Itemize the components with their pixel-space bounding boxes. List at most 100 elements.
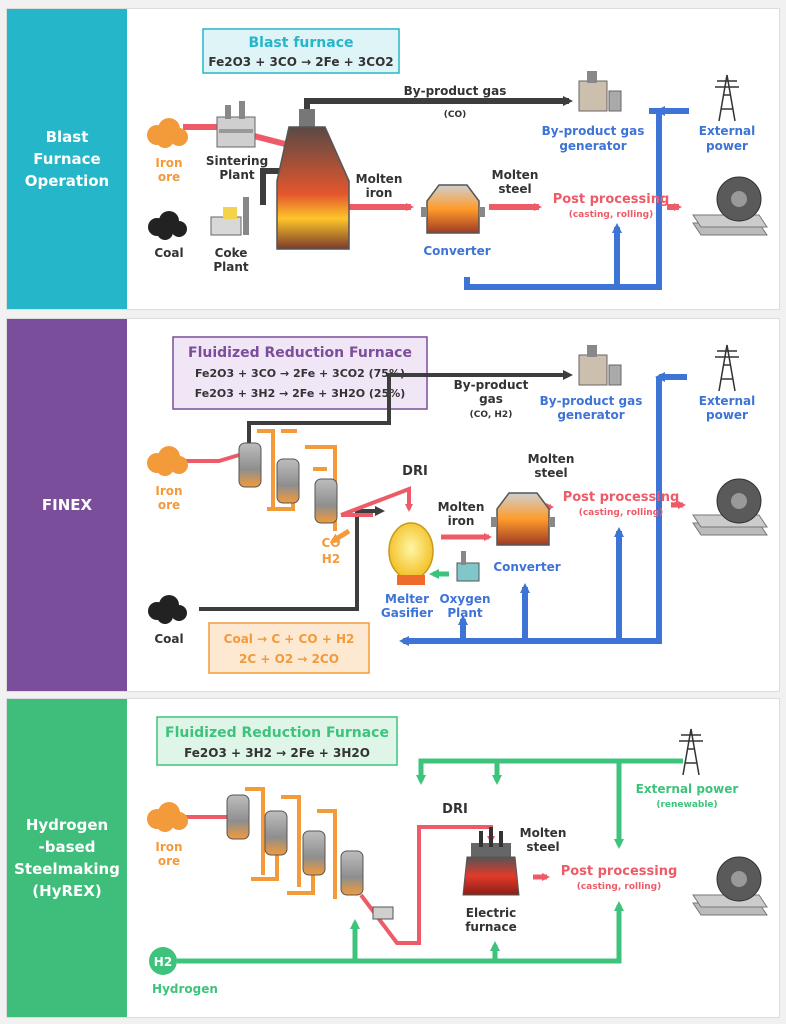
iron-ore-label-1: Iron <box>155 484 182 498</box>
post-processing-sub: (casting, rolling) <box>579 508 664 518</box>
post-processing-sub: (casting, rolling) <box>577 882 662 892</box>
iron-ore-label-2: ore <box>158 498 180 512</box>
sintering-label-2: Plant <box>219 168 255 182</box>
coke-label-2: Plant <box>213 260 249 274</box>
finex-section: FINEX Fluidized Reduction Furnace Fe2O3 … <box>6 318 780 692</box>
finex-diagram: Fluidized Reduction Furnace Fe2O3 + 3CO … <box>127 319 779 691</box>
co-label: CO <box>321 536 340 550</box>
molten-iron-label-2: iron <box>366 186 393 200</box>
melter-gasifier-icon <box>388 522 434 585</box>
iron-ore-label-2: ore <box>158 854 180 868</box>
molten-steel-label-1: Molten <box>492 168 539 182</box>
iron-ore-icon <box>147 802 188 832</box>
equation-1: Fe2O3 + 3CO → 2Fe + 3CO2 (75%) <box>195 367 405 380</box>
external-power-label: External power <box>636 782 739 796</box>
generator-label-2: generator <box>559 139 626 153</box>
power-line-main <box>399 377 662 646</box>
sintering-plant-icon <box>216 101 256 148</box>
coke-label-1: Coke <box>215 246 248 260</box>
fluidized-reactors-icon <box>238 429 338 531</box>
power-line-top <box>416 758 683 785</box>
molten-steel-label-1: Molten <box>520 826 567 840</box>
blast-furnace-diagram: Blast furnace Fe2O3 + 3CO → 2Fe + 3CO2 I… <box>127 9 779 309</box>
generator-label-2: generator <box>557 408 624 422</box>
generator-label-1: By-product gas <box>542 124 645 138</box>
converter-icon <box>491 492 555 546</box>
electric-furnace-icon <box>462 827 520 896</box>
molten-iron-label-1: Molten <box>356 172 403 186</box>
byproduct-gas-label-2: gas <box>479 392 503 406</box>
generator-icon <box>578 345 622 386</box>
hyrex-diagram: Fluidized Reduction Furnace Fe2O3 + 3H2 … <box>127 699 779 1017</box>
oxygen-label-2: Plant <box>447 606 483 620</box>
external-power-label-1: External <box>699 394 755 408</box>
reaction-2: 2C + O2 → 2CO <box>239 652 339 666</box>
coal-label: Coal <box>154 632 183 646</box>
section-label: Hydrogen -based Steelmaking (HyREX) <box>7 699 127 1017</box>
hydrogen-label: Hydrogen <box>152 982 218 996</box>
electric-furnace-label-2: furnace <box>465 920 517 934</box>
molten-iron-label-1: Molten <box>438 500 485 514</box>
power-pylon-icon <box>715 344 739 392</box>
steel-coil-icon <box>692 856 768 916</box>
dri-label: DRI <box>402 464 428 479</box>
molten-steel-label-1: Molten <box>528 452 575 466</box>
dri-flow-line <box>340 486 413 517</box>
coal-icon <box>148 211 187 240</box>
hyrex-section: Hydrogen -based Steelmaking (HyREX) Flui… <box>6 698 780 1018</box>
h2-label: H2 <box>322 552 340 566</box>
h2-icon-label: H2 <box>154 955 172 969</box>
coal-icon <box>148 595 187 624</box>
iron-ore-label-1: Iron <box>155 156 182 170</box>
molten-iron-label-2: iron <box>448 514 475 528</box>
title: Blast furnace <box>249 35 354 51</box>
coal-label: Coal <box>154 246 183 260</box>
sintering-label-1: Sintering <box>206 154 268 168</box>
blast-furnace-section: Blast Furnace Operation Blast furnace Fe… <box>6 8 780 310</box>
steel-coil-icon <box>692 478 768 536</box>
converter-label: Converter <box>493 560 560 574</box>
molten-steel-label-2: steel <box>498 182 531 196</box>
title: Fluidized Reduction Furnace <box>165 725 389 741</box>
molten-steel-label-2: steel <box>534 466 567 480</box>
external-power-label-2: power <box>706 139 748 153</box>
reaction-box: Coal → C + CO + H2 2C + O2 → 2CO <box>208 622 370 674</box>
iron-ore-icon <box>147 446 188 476</box>
post-processing-sub: (casting, rolling) <box>569 210 654 220</box>
hydrogen-icon: H2 <box>149 947 177 975</box>
post-processing-label: Post processing <box>561 864 678 879</box>
iron-ore-label-2: ore <box>158 170 180 184</box>
steel-coil-icon <box>692 176 768 236</box>
generator-icon <box>578 71 622 112</box>
external-power-label-2: power <box>706 408 748 422</box>
finex-title-box: Fluidized Reduction Furnace Fe2O3 + 3CO … <box>172 336 428 410</box>
generator-label-1: By-product gas <box>540 394 643 408</box>
equation: Fe2O3 + 3CO → 2Fe + 3CO2 <box>208 55 393 69</box>
converter-icon <box>421 184 485 234</box>
section-label: Blast Furnace Operation <box>7 9 127 309</box>
byproduct-gas-sub: (CO, H2) <box>470 410 513 420</box>
fluidized-reactors-icon <box>226 787 394 920</box>
equation-2: Fe2O3 + 3H2 → 2Fe + 3H2O (25%) <box>195 387 406 400</box>
equation: Fe2O3 + 3H2 → 2Fe + 3H2O <box>184 746 370 760</box>
byproduct-gas-label-1: By-product <box>454 378 529 392</box>
title: Fluidized Reduction Furnace <box>188 345 412 361</box>
iron-ore-icon <box>147 118 188 148</box>
coal-flow-line <box>199 506 385 611</box>
oxygen-label-1: Oxygen <box>439 592 490 606</box>
post-processing-label: Post processing <box>553 192 670 207</box>
gas-flow-line <box>304 96 573 121</box>
coke-plant-icon <box>210 197 249 236</box>
power-pylon-icon <box>679 728 703 776</box>
byproduct-gas-sub: (CO) <box>444 110 466 120</box>
byproduct-gas-label: By-product gas <box>404 84 507 98</box>
reaction-1: Coal → C + CO + H2 <box>224 632 355 646</box>
dri-label: DRI <box>442 802 468 817</box>
iron-ore-label-1: Iron <box>155 840 182 854</box>
melter-label-1: Melter <box>385 592 429 606</box>
section-label: FINEX <box>7 319 127 691</box>
external-power-label-1: External <box>699 124 755 138</box>
co-h2-arrow <box>329 528 351 544</box>
blast-furnace-title-box: Blast furnace Fe2O3 + 3CO → 2Fe + 3CO2 <box>202 28 400 74</box>
blast-furnace-icon <box>276 109 350 250</box>
